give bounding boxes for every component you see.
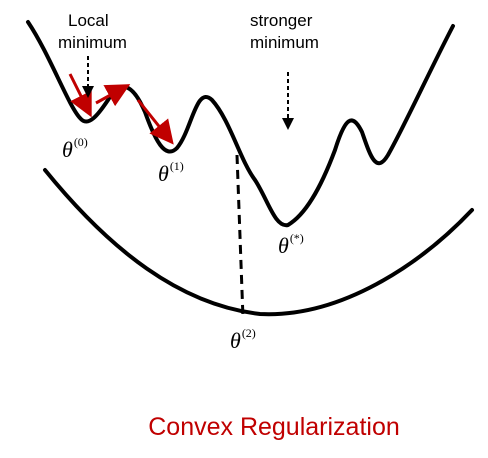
descent-arrow-2	[95, 84, 131, 107]
theta-star-superscript: (*)	[289, 230, 304, 245]
local-minimum-label-line1: Local	[68, 11, 109, 30]
theta-star-symbol: θ	[278, 233, 289, 258]
local-minimum-label-line2: minimum	[58, 33, 127, 52]
dashed-projection-line	[235, 154, 245, 319]
theta0-superscript: (0)	[73, 134, 88, 149]
theta1-label: θ(1)	[158, 158, 184, 187]
convex-regularized-curve	[43, 168, 474, 317]
theta0-label: θ(0)	[62, 134, 88, 163]
theta1-superscript: (1)	[169, 158, 184, 173]
descent-arrow-3	[136, 99, 174, 145]
theta1-symbol: θ	[158, 161, 169, 186]
theta0-symbol: θ	[62, 137, 73, 162]
theta-star-label: θ(*)	[278, 230, 304, 259]
caption: Convex Regularization	[148, 413, 400, 441]
theta2-superscript: (2)	[241, 325, 256, 340]
theta2-symbol: θ	[230, 328, 241, 353]
descent-arrow-1	[68, 73, 92, 118]
stronger-minimum-label-line2: minimum	[250, 33, 319, 52]
stronger-minimum-label-line1: stronger	[250, 11, 313, 30]
theta2-label: θ(2)	[230, 325, 256, 354]
